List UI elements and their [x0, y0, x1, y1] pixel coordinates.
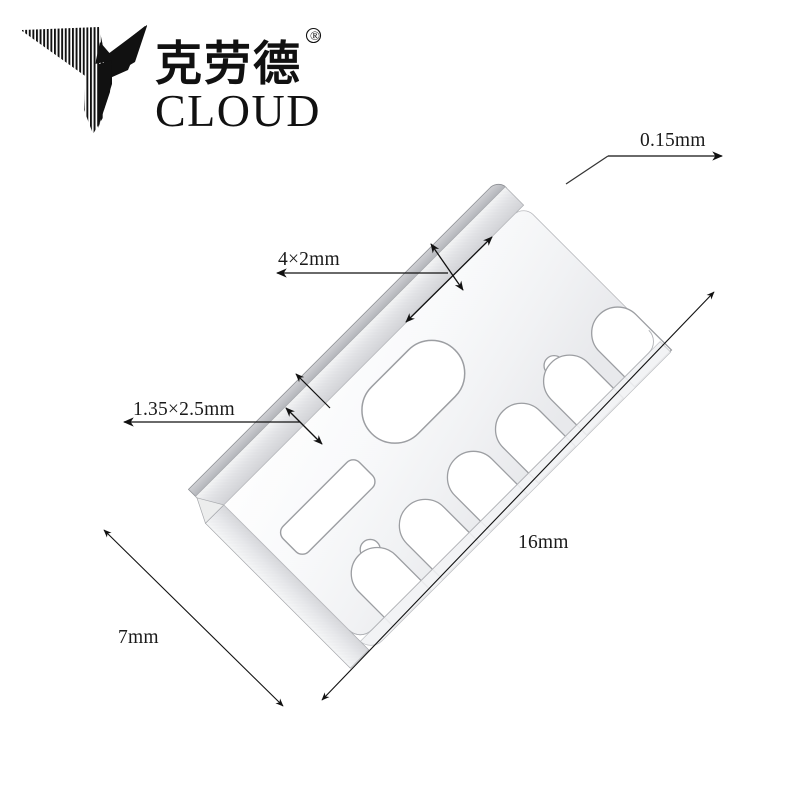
dimension-label-rect-slot: 1.35×2.5mm [133, 399, 235, 420]
registered-mark-top: ® [310, 28, 320, 43]
cloud-bird-logo-icon [22, 25, 147, 134]
dimension-label-length: 16mm [518, 532, 569, 553]
registered-mark-circle-top [305, 27, 322, 44]
blade-body-group [187, 183, 673, 669]
brand-logo: 克劳德 ® CLOUD [22, 25, 322, 136]
dimension-thickness: 0.15mm [565, 130, 723, 185]
brand-english-name: CLOUD [155, 85, 321, 136]
dimension-label-oval-slot: 4×2mm [278, 249, 340, 270]
dimension-rect-slot: 1.35×2.5mm [123, 373, 331, 445]
brand-chinese-name: 克劳德 [155, 39, 302, 91]
dimension-label-width: 7mm [118, 627, 159, 648]
dimension-label-thickness: 0.15mm [640, 130, 706, 151]
dimension-oval-slot: 4×2mm [276, 236, 493, 323]
dimension-width: 7mm [103, 529, 284, 707]
dimension-length: 16mm [321, 291, 715, 701]
